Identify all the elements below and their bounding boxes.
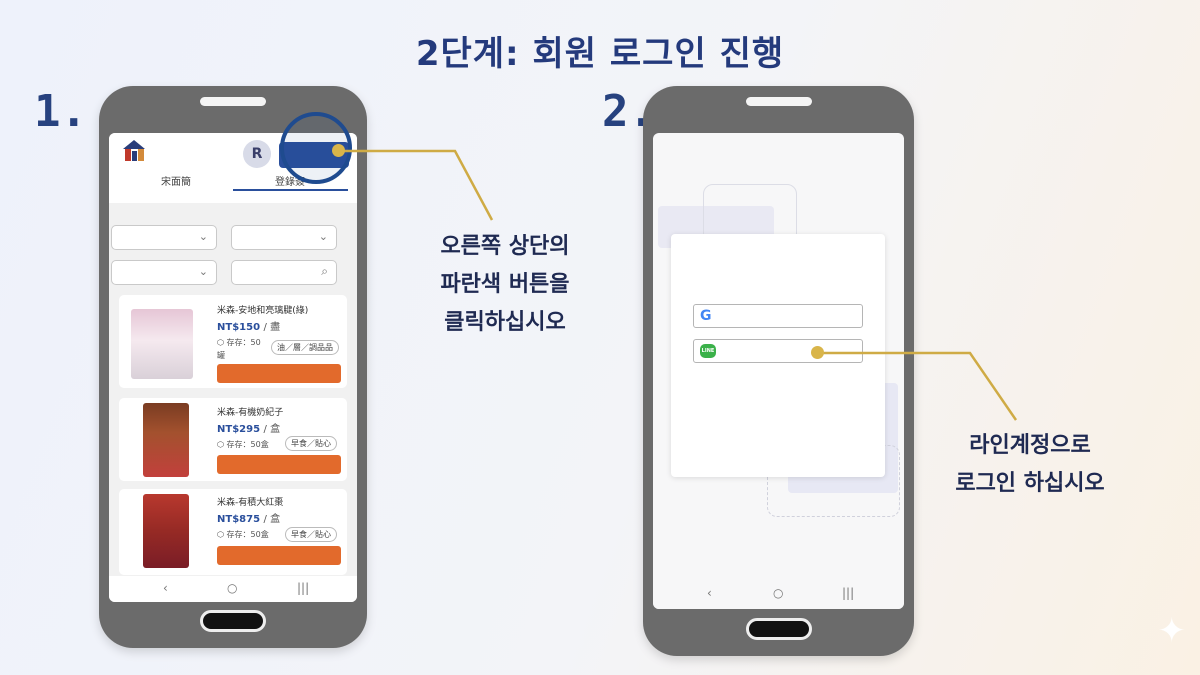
chevron-down-icon: ⌄ xyxy=(198,230,208,243)
search-icon: ⌕ xyxy=(321,264,328,278)
product-image xyxy=(143,494,189,568)
product-stock-unit: 罐 xyxy=(217,351,225,360)
product-image xyxy=(143,403,189,477)
filter-select-2[interactable]: ⌄ xyxy=(231,225,337,250)
chevron-down-icon: ⌄ xyxy=(198,265,208,278)
phone-step-2: G LINE ‹ ○ ||| xyxy=(643,86,914,656)
recent-apps-icon[interactable]: ||| xyxy=(297,581,310,595)
phone-screen-1: R 宋面簡 登錄簽 ⌄ ⌄ ⌄ ⌕ 米森-安地和亮璃腱(綠) NT$150 / … xyxy=(109,133,357,602)
instruction-line: 오른쪽 상단의 xyxy=(440,234,570,259)
product-tag: 早食／貼心 xyxy=(285,527,337,542)
phone-speaker xyxy=(745,97,812,106)
tab-home[interactable]: 宋面簡 xyxy=(161,177,191,188)
add-to-cart-button[interactable] xyxy=(217,455,341,474)
highlight-dot xyxy=(332,144,345,157)
product-card[interactable]: 米森-安地和亮璃腱(綠) NT$150 / 盡 ⬡ 存存：50 罐 油／層／調品… xyxy=(119,295,347,388)
product-price: NT$295 / 盒 xyxy=(217,424,281,435)
android-nav-bar: ‹ ○ ||| xyxy=(109,576,357,602)
product-name: 米森-有積大紅棗 xyxy=(217,498,284,508)
search-input[interactable]: ⌕ xyxy=(231,260,337,285)
product-tag: 早食／貼心 xyxy=(285,436,337,451)
phone-home-button xyxy=(745,618,812,640)
back-icon[interactable]: ‹ xyxy=(163,581,168,595)
phone-screen-2: G LINE ‹ ○ ||| xyxy=(653,133,904,609)
product-tag: 油／層／調品品 xyxy=(271,340,339,355)
home-icon[interactable]: ○ xyxy=(227,581,238,595)
product-card[interactable]: 米森-有積大紅棗 NT$875 / 盒 ⬡ 存存：50盒 早食／貼心 xyxy=(119,489,347,575)
phone-home-button xyxy=(200,610,266,632)
tab-active-indicator xyxy=(233,189,348,191)
step-number-1: 1. xyxy=(34,86,87,137)
product-list-area: ⌄ ⌄ ⌄ ⌕ 米森-安地和亮璃腱(綠) NT$150 / 盡 ⬡ 存存：50 … xyxy=(109,203,357,576)
instruction-step-2: 라인계정으로 로그인 하십시오 xyxy=(930,427,1130,503)
back-icon[interactable]: ‹ xyxy=(707,586,712,600)
recent-apps-icon[interactable]: ||| xyxy=(842,586,855,600)
add-to-cart-button[interactable] xyxy=(217,364,341,383)
line-login-button[interactable]: LINE xyxy=(693,339,863,363)
filter-select-1[interactable]: ⌄ xyxy=(111,225,217,250)
product-card[interactable]: 米森-有機奶紀子 NT$295 / 盒 ⬡ 存存：50盒 早食／貼心 xyxy=(119,398,347,481)
product-stock: ⬡ 存存：50盒 xyxy=(217,530,269,539)
google-icon: G xyxy=(700,308,712,324)
add-to-cart-button[interactable] xyxy=(217,546,341,565)
product-image xyxy=(131,309,193,379)
product-price: NT$150 / 盡 xyxy=(217,322,281,333)
product-stock: ⬡ 存存：50 xyxy=(217,338,261,347)
product-name: 米森-有機奶紀子 xyxy=(217,408,284,418)
product-stock: ⬡ 存存：50盒 xyxy=(217,440,269,449)
android-nav-bar: ‹ ○ ||| xyxy=(653,579,904,609)
store-logo-icon xyxy=(123,140,145,161)
filter-select-3[interactable]: ⌄ xyxy=(111,260,217,285)
instruction-line: 파란색 버튼을 xyxy=(440,272,570,297)
page-title: 2단계: 회원 로그인 진행 xyxy=(415,34,785,74)
highlight-dot xyxy=(811,346,824,359)
phone-speaker xyxy=(200,97,266,106)
instruction-step-1: 오른쪽 상단의 파란색 버튼을 클릭하십시오 xyxy=(410,228,600,342)
instruction-line: 클릭하십시오 xyxy=(444,310,566,335)
product-price: NT$875 / 盒 xyxy=(217,514,281,525)
instruction-line: 로그인 하십시오 xyxy=(955,471,1105,496)
tab-login[interactable]: 登錄簽 xyxy=(275,177,305,188)
google-login-button[interactable]: G xyxy=(693,304,863,328)
product-name: 米森-安地和亮璃腱(綠) xyxy=(217,306,309,316)
sparkle-icon: ✦ xyxy=(1157,611,1187,651)
login-dialog: G LINE xyxy=(671,234,885,477)
chevron-down-icon: ⌄ xyxy=(318,230,328,243)
avatar[interactable]: R xyxy=(243,140,271,168)
instruction-line: 라인계정으로 xyxy=(969,433,1091,458)
line-icon: LINE xyxy=(700,344,716,358)
home-icon[interactable]: ○ xyxy=(773,586,784,600)
